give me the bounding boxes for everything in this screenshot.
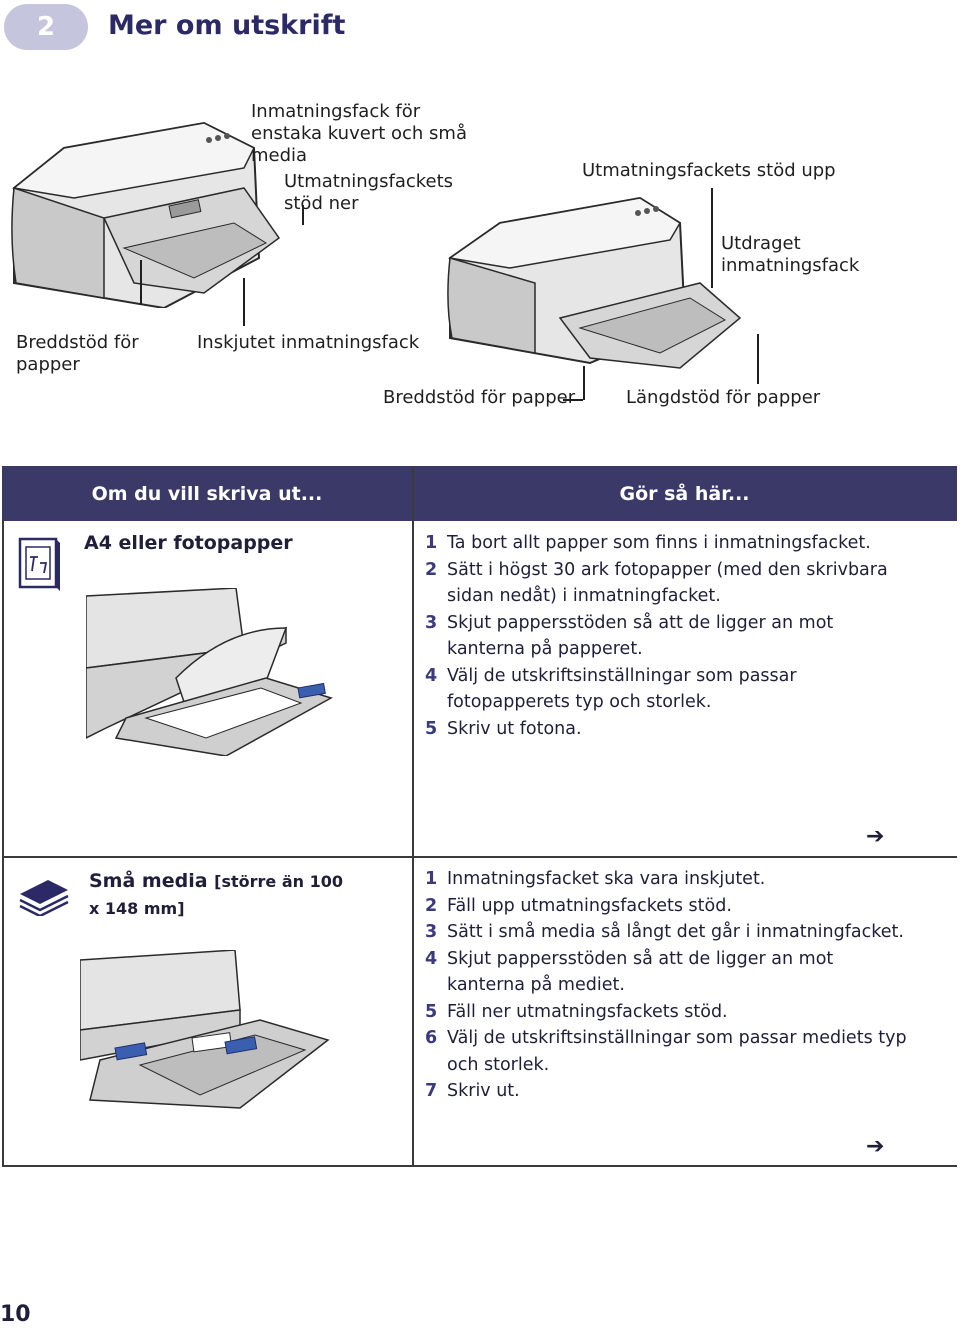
callout-envelope-tray: Inmatningsfack för enstaka kuvert och sm… <box>251 101 467 166</box>
page-number: 10 <box>0 1302 31 1327</box>
leader-line <box>583 366 585 400</box>
small-media-loading-illustration <box>80 950 330 1109</box>
media-stack-icon <box>19 880 69 916</box>
callout-paper-length-guide: Längdstöd för papper <box>626 387 821 408</box>
printer-illustration-tray-out <box>447 196 742 369</box>
row-divider <box>2 856 957 858</box>
table-left-rule <box>2 521 4 1166</box>
leader-line <box>563 399 583 401</box>
row-title-small-media: Små media [större än 100 x 148 mm] <box>89 870 344 918</box>
column-header-do: Gör så här... <box>619 482 750 505</box>
column-header-if: Om du vill skriva ut... <box>91 482 323 505</box>
callout-paper-width-guide-left: Breddstöd för papper <box>16 332 139 375</box>
callout-extended-input-tray: Utdraget inmatningsfack <box>721 233 860 276</box>
table-bottom-rule <box>2 1165 957 1167</box>
row-title-photo: A4 eller fotopapper <box>84 532 293 554</box>
callout-output-support-up: Utmatningsfackets stöd upp <box>582 160 836 181</box>
table-header: Om du vill skriva ut... Gör så här... <box>2 466 957 521</box>
continue-arrow-icon: ➔ <box>866 1134 885 1159</box>
leader-line <box>757 334 759 384</box>
continue-arrow-icon: ➔ <box>866 824 885 849</box>
column-divider <box>412 466 414 1166</box>
callout-pushed-in-input-tray: Inskjutet inmatningsfack <box>197 332 420 353</box>
leader-line <box>711 188 713 288</box>
photo-loading-illustration <box>86 588 333 756</box>
leader-line <box>243 278 245 326</box>
callout-output-support-down: Utmatningsfackets stöd ner <box>284 171 454 214</box>
callout-paper-width-guide-right: Breddstöd för papper <box>383 387 576 408</box>
chapter-number-badge: 2 <box>4 4 88 50</box>
leader-line <box>302 205 304 225</box>
page-title: Mer om utskrift <box>108 10 346 41</box>
printer-illustration-tray-in <box>11 121 281 308</box>
photo-paper-icon <box>18 537 60 591</box>
leader-line <box>140 260 142 305</box>
